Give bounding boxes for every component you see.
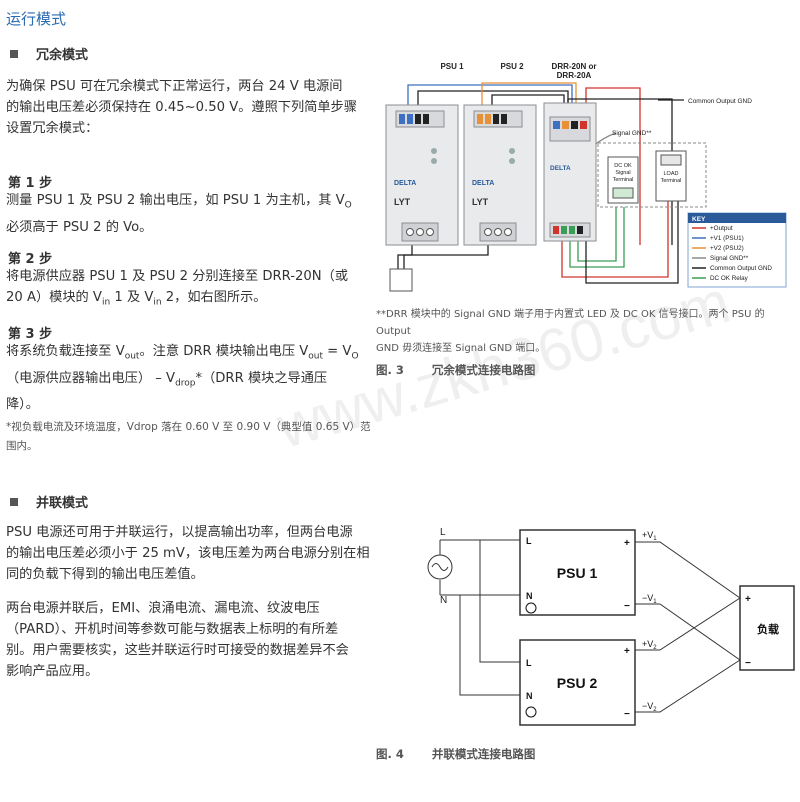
fig3-common-gnd: Common Output GND xyxy=(688,98,752,105)
footnote: *视负载电流及环境温度，Vdrop 落在 0.60 V 至 0.90 V（典型值… xyxy=(6,421,371,452)
fig4-psu2-L: L xyxy=(526,658,532,668)
fig3-psu2-module: DELTA LYT xyxy=(463,104,537,246)
section-heading-parallel: 并联模式 xyxy=(10,492,88,511)
fig4-psu2-minus: − xyxy=(624,709,630,720)
step2-title: 第 2 步 xyxy=(8,252,53,267)
fig4-v2-plus: +V2 xyxy=(642,639,657,651)
fig4-psu2-label: PSU 2 xyxy=(557,675,598,691)
fig3-key-title: KEY xyxy=(692,216,706,223)
fig3-label-psu2: PSU 2 xyxy=(500,62,524,71)
bullet-icon xyxy=(10,498,18,506)
fig3-load-line1: LOAD xyxy=(664,171,679,177)
redundant-intro: 为确保 PSU 可在冗余模式下正常运行，两台 24 V 电源间 的输出电压差必须… xyxy=(6,79,357,136)
fig4-psu1-plus: + xyxy=(624,538,630,549)
fig3-key-legend: KEY +Output +V1 (PSU1) +V2 (PSU2) Signal GN… xyxy=(687,212,787,288)
fig3-note: **DRR 模块中的 Signal GND 端子用于内置式 LED 及 DC O… xyxy=(376,309,765,354)
fig4-load-minus: − xyxy=(745,658,751,669)
fig4-L: L xyxy=(440,527,446,538)
fig4-psu1-L: L xyxy=(526,536,532,546)
fig3-psu1-brand: DELTA xyxy=(394,180,416,187)
fig3-drr-module: DELTA xyxy=(543,102,597,242)
fig4-psu1-minus: − xyxy=(624,601,630,612)
fig3-dcok-line2: Signal xyxy=(615,170,630,176)
step3-title: 第 3 步 xyxy=(8,327,53,342)
fig4-N: N xyxy=(440,595,447,606)
step3-text: 将系统负载连接至 Vout。注意 DRR 模块输出电压 Vout = VO （电… xyxy=(6,344,359,413)
fig4-v1-plus: +V1 xyxy=(642,530,657,542)
fig3-key-label: +Output xyxy=(710,225,733,232)
fig3-load-terminal: LOAD Terminal xyxy=(655,150,687,202)
fig4-load-label: 负载 xyxy=(757,622,779,636)
fig3-psu2-brand: DELTA xyxy=(472,180,494,187)
fig3-signal-gnd: Signal GND** xyxy=(612,130,652,137)
figure-3-diagram: PSU 1 PSU 2 DRR-20N or DRR-20A Common Ou… xyxy=(385,62,787,292)
section-heading-redundant: 冗余模式 xyxy=(10,44,88,63)
fig3-label-drr-1: DRR-20N or xyxy=(552,62,597,71)
parallel-para-1: PSU 电源还可用于并联运行，以提高输出功率，但两台电源 的输出电压差必须小于 … xyxy=(6,525,370,582)
fig3-psu1-model: LYT xyxy=(394,197,411,207)
parallel-para-2: 两台电源并联后，EMI、浪涌电流、漏电流、纹波电压 （PARD）、开机时间等参数… xyxy=(6,601,349,679)
fig3-psu1-module: DELTA LYT xyxy=(385,104,459,246)
fig4-v2-minus: −V2 xyxy=(642,701,657,713)
fig3-label-drr-2: DRR-20A xyxy=(557,71,592,80)
fig4-load-box: 负载 + − xyxy=(739,585,795,671)
fig3-psu2-model: LYT xyxy=(472,197,489,207)
fig3-key-label: DC OK Relay xyxy=(710,275,749,282)
fig4-load-plus: + xyxy=(745,594,751,605)
fig4-psu2-box: PSU 2 L N + − xyxy=(519,639,636,726)
fig4-psu1-ground-icon xyxy=(525,602,537,614)
step1-text: 测量 PSU 1 及 PSU 2 输出电压，如 PSU 1 为主机，其 VO 必… xyxy=(6,193,352,235)
fig3-drr-brand: DELTA xyxy=(550,165,571,172)
page-title: 运行模式 xyxy=(6,10,67,28)
fig4-psu2-plus: + xyxy=(624,646,630,657)
fig4-psu1-box: PSU 1 L N + − xyxy=(519,529,636,616)
fig3-key-label: +V2 (PSU2) xyxy=(710,245,744,252)
fig4-psu2-ground-icon xyxy=(525,706,537,718)
step1-title: 第 1 步 xyxy=(8,176,53,191)
fig4-psu2-N: N xyxy=(526,691,533,701)
step2-text: 将电源供应器 PSU 1 及 PSU 2 分别连接至 DRR-20N（或 20 … xyxy=(6,269,349,308)
fig3-key-label: Signal GND** xyxy=(710,255,749,262)
fig3-load-line2: Terminal xyxy=(661,178,682,184)
fig3-dcok-line3: Terminal xyxy=(613,177,634,183)
fig3-key-label: +V1 (PSU1) xyxy=(710,235,744,242)
figure-4-diagram: L N PSU 1 L N + − PSU 2 L N + − +V1 −V1 … xyxy=(427,527,795,726)
fig3-dcok-line1: DC OK xyxy=(614,163,632,169)
fig4-psu1-N: N xyxy=(526,591,533,601)
fig3-dc-ok-terminal: DC OK Signal Terminal xyxy=(607,156,639,204)
bullet-icon xyxy=(10,50,18,58)
fig3-ac-plug xyxy=(389,268,413,292)
fig3-key-label: Common Output GND xyxy=(710,265,772,272)
fig3-label-psu1: PSU 1 xyxy=(440,62,464,71)
fig4-psu1-label: PSU 1 xyxy=(557,565,598,581)
fig4-v1-minus: −V1 xyxy=(642,593,657,605)
